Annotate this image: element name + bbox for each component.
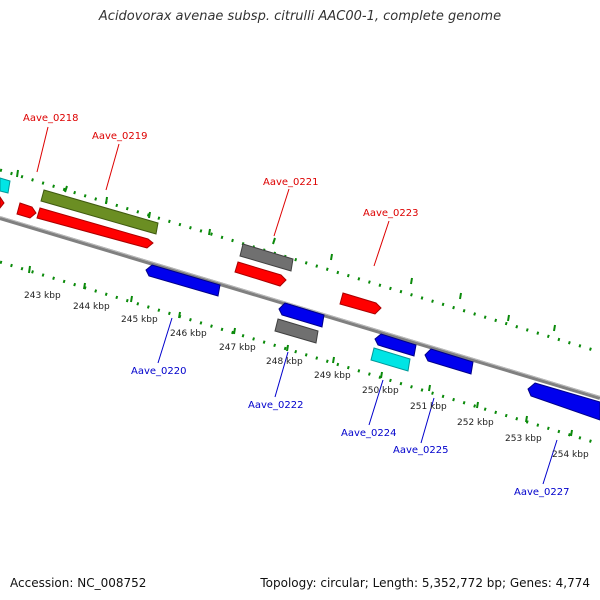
gene-blue-0222 — [278, 302, 325, 328]
gene-label-aave-0223[interactable]: Aave_0223 — [363, 208, 419, 219]
kbp-label: 243 kbp — [24, 291, 61, 301]
gene-red-0223 — [339, 292, 382, 315]
kbp-label: 248 kbp — [266, 357, 303, 367]
kbp-label: 247 kbp — [219, 343, 256, 353]
accession-text: Accession: NC_008752 — [10, 576, 147, 590]
gene-gray-0221 — [239, 243, 294, 272]
gene-cyan-left — [0, 177, 11, 194]
gene-label-aave-0222[interactable]: Aave_0222 — [248, 400, 304, 411]
kbp-label: 253 kbp — [505, 434, 542, 444]
gene-blue-0225 — [424, 348, 474, 375]
kbp-label: 244 kbp — [73, 302, 110, 312]
gene-label-aave-0219[interactable]: Aave_0219 — [92, 131, 148, 142]
reverse-gene-labels: Aave_0220 Aave_0222 Aave_0224 Aave_0225 … — [131, 366, 570, 498]
gene-cyan-0224 — [370, 347, 411, 372]
gene-label-aave-0224[interactable]: Aave_0224 — [341, 428, 397, 439]
gene-red-small-2 — [16, 202, 37, 219]
kbp-label: 254 kbp — [552, 450, 589, 460]
kbp-labels: 243 kbp 244 kbp 245 kbp 246 kbp 247 kbp … — [24, 291, 589, 460]
forward-genes — [0, 177, 382, 315]
gene-label-aave-0220[interactable]: Aave_0220 — [131, 366, 187, 377]
gene-label-aave-0227[interactable]: Aave_0227 — [514, 487, 570, 498]
forward-label-callouts — [36, 126, 390, 267]
gene-olive-0219 — [40, 189, 159, 235]
inner-tick-ring — [0, 260, 600, 446]
page-title: Acidovorax avenae subsp. citrulli AAC00-… — [98, 9, 502, 24]
kbp-label: 245 kbp — [121, 315, 158, 325]
kbp-label: 251 kbp — [410, 402, 447, 412]
gene-red-0221 — [234, 261, 287, 287]
gene-blue-0227 — [527, 382, 600, 421]
reverse-label-callouts — [157, 317, 558, 485]
outer-tick-ring — [0, 168, 600, 354]
outer-major-ticks — [16, 169, 556, 332]
forward-gene-labels: Aave_0218 Aave_0219 Aave_0221 Aave_0223 — [23, 113, 419, 219]
kbp-label: 249 kbp — [314, 371, 351, 381]
gene-gray-0222 — [274, 318, 319, 344]
topology-text: Topology: circular; Length: 5,352,772 bp… — [260, 576, 590, 590]
gene-red-0219 — [36, 207, 154, 249]
gene-blue-0220 — [145, 264, 221, 297]
gene-red-small-1 — [0, 196, 5, 209]
kbp-label: 246 kbp — [170, 329, 207, 339]
inner-major-ticks — [28, 265, 573, 437]
gene-label-aave-0221[interactable]: Aave_0221 — [263, 177, 319, 188]
genome-backbone-highlight — [0, 216, 600, 397]
gene-label-aave-0218[interactable]: Aave_0218 — [23, 113, 79, 124]
gene-blue-0224 — [374, 333, 417, 357]
kbp-label: 252 kbp — [457, 418, 494, 428]
reverse-genes — [145, 264, 600, 421]
gene-label-aave-0225[interactable]: Aave_0225 — [393, 445, 449, 456]
kbp-label: 250 kbp — [362, 386, 399, 396]
